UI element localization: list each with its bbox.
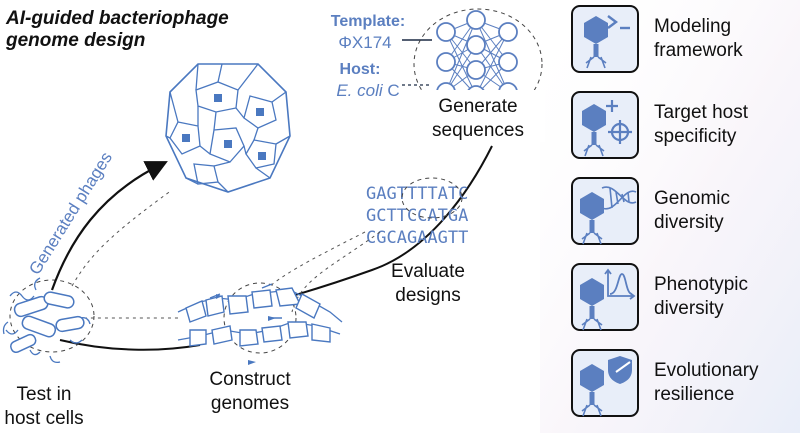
panel-5-line2: resilience bbox=[654, 384, 734, 405]
feature-panel-4 bbox=[571, 263, 639, 331]
template-value: ΦX174 bbox=[338, 33, 391, 52]
feature-panel-3 bbox=[571, 177, 639, 245]
generate-label-bg bbox=[415, 90, 545, 142]
genome-assembly-icon bbox=[177, 282, 343, 365]
panel-1-line2: framework bbox=[654, 40, 743, 61]
evaluate-label-line2: designs bbox=[395, 285, 461, 306]
panel-3-line1: Genomic bbox=[654, 188, 730, 209]
sequence-callout-2 bbox=[291, 231, 381, 313]
sequence-line-1: GAGTTTTATC bbox=[366, 184, 468, 204]
figure-title-line2: genome design bbox=[5, 30, 145, 51]
generate-label-line2: sequences bbox=[432, 120, 524, 141]
host-cells-icon bbox=[2, 277, 95, 364]
workflow-curve-upper bbox=[291, 145, 493, 297]
panel-5-line1: Evolutionary bbox=[654, 360, 759, 381]
test-label-line2: host cells bbox=[4, 408, 83, 429]
panel-3-line2: diversity bbox=[654, 212, 724, 233]
terminal-prompt-icon bbox=[607, 15, 630, 30]
feature-panel-2 bbox=[571, 91, 639, 159]
generated-phages-label: Generated phages bbox=[25, 149, 116, 279]
construct-label-line1: Construct bbox=[209, 369, 291, 390]
evaluate-label-line1: Evaluate bbox=[391, 261, 465, 282]
shield-icon bbox=[608, 356, 632, 384]
panel-4-line2: diversity bbox=[654, 298, 724, 319]
feature-panel-1 bbox=[571, 5, 639, 73]
panel-1-line1: Modeling bbox=[654, 16, 731, 37]
phage-capsid-icon bbox=[165, 63, 291, 193]
sequence-line-3: CGCAGAAGTT bbox=[366, 228, 468, 248]
sequence-callout-1 bbox=[269, 231, 366, 287]
sequence-line-2: GCTTCCATGA bbox=[366, 206, 468, 226]
panel-2-line2: specificity bbox=[654, 126, 737, 147]
host-value: E. coli C bbox=[336, 81, 399, 100]
target-crosshair-icon bbox=[606, 100, 632, 144]
sequence-highlight-circle bbox=[401, 177, 463, 219]
figure-title-line1: AI-guided bacteriophage bbox=[5, 8, 229, 29]
generate-label-line1: Generate bbox=[438, 96, 517, 117]
panel-4-line1: Phenotypic bbox=[654, 274, 748, 295]
dna-helix-icon bbox=[601, 186, 637, 210]
feature-panel-5 bbox=[571, 349, 639, 417]
construct-label-line2: genomes bbox=[211, 393, 289, 414]
generated-phages-arrow bbox=[50, 161, 168, 291]
test-label-line1: Test in bbox=[17, 384, 72, 405]
host-label: Host: bbox=[340, 61, 381, 78]
panel-2-line1: Target host bbox=[654, 102, 749, 123]
template-label: Template: bbox=[331, 13, 405, 30]
distribution-curve-icon bbox=[604, 268, 636, 300]
